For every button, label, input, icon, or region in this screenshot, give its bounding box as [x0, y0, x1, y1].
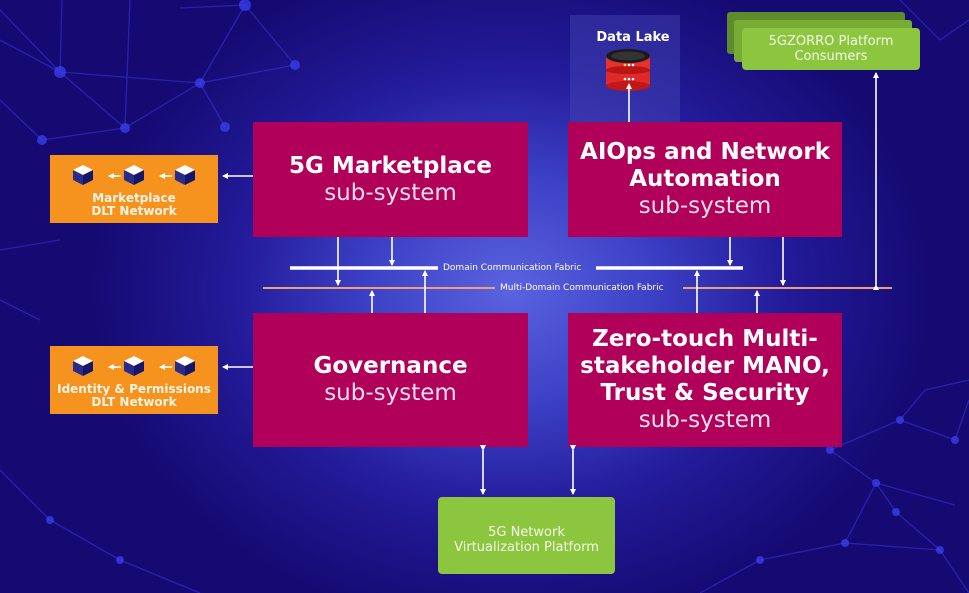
consumers-line1: 5GZORRO Platform [768, 34, 894, 49]
block-icon [124, 356, 144, 376]
block-icon [175, 165, 195, 185]
marketplace-subtitle: sub-system [324, 179, 457, 206]
aiops-subsystem[interactable]: AIOps and Network Automation sub-system [568, 122, 842, 237]
platform-consumers-box[interactable]: 5GZORRO Platform Consumers [742, 28, 920, 70]
zerotouch-title-line2: stakeholder MANO, [580, 353, 830, 379]
aiops-subtitle: sub-system [638, 193, 772, 219]
data-lake-label: Data Lake [596, 30, 670, 45]
aiops-title-line2: Automation [629, 166, 781, 192]
marketplace-dlt-network[interactable]: Marketplace DLT Network [50, 155, 218, 223]
zerotouch-subtitle: sub-system [638, 407, 772, 433]
zerotouch-title-line3: Trust & Security [600, 380, 810, 406]
identity-dlt-line1: Identity & Permissions [57, 382, 211, 396]
nvp-line2: Virtualization Platform [454, 539, 599, 555]
block-icon [124, 165, 144, 185]
governance-subsystem[interactable]: Governance sub-system [253, 313, 528, 447]
multi-domain-fabric-label: Multi-Domain Communication Fabric [500, 283, 664, 293]
block-icon [73, 165, 93, 185]
identity-dlt-line2: DLT Network [91, 395, 177, 409]
governance-subtitle: sub-system [324, 380, 457, 406]
marketplace-dlt-line1: Marketplace [92, 191, 176, 205]
consumers-line2: Consumers [794, 49, 868, 64]
block-icon [175, 356, 195, 376]
aiops-title-line1: AIOps and Network [580, 139, 830, 165]
database-icon [606, 49, 650, 91]
zero-touch-subsystem[interactable]: Zero-touch Multi- stakeholder MANO, Trus… [568, 313, 842, 447]
marketplace-subsystem[interactable]: 5G Marketplace sub-system [253, 122, 528, 237]
nvp-line1: 5G Network [488, 524, 565, 540]
marketplace-title: 5G Marketplace [288, 152, 492, 179]
governance-title: Governance [313, 353, 468, 379]
network-virtualization-platform[interactable]: 5G Network Virtualization Platform [438, 497, 615, 574]
domain-fabric-label: Domain Communication Fabric [443, 263, 582, 273]
zerotouch-title-line1: Zero-touch Multi- [592, 326, 818, 352]
marketplace-dlt-line2: DLT Network [91, 204, 177, 218]
block-icon [73, 356, 93, 376]
